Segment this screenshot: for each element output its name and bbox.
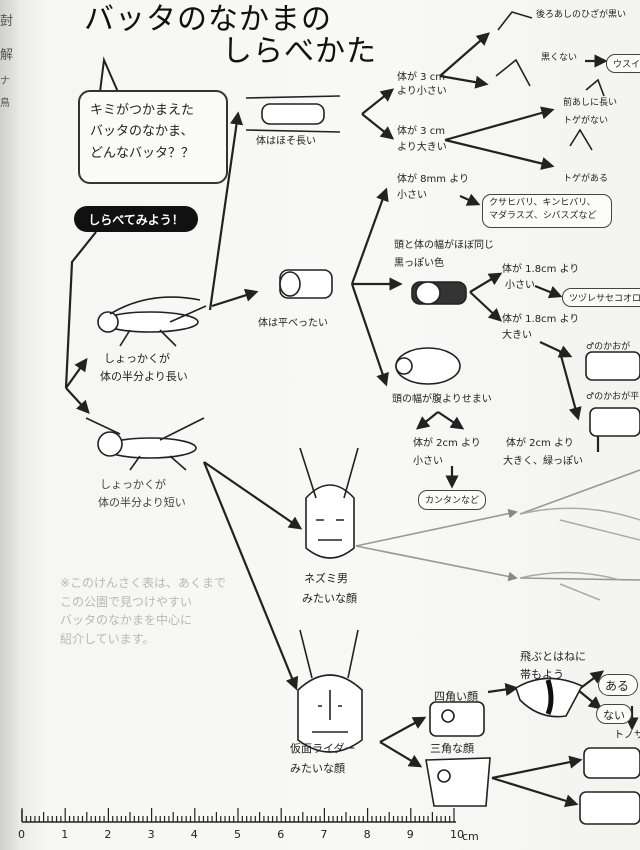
edge-char: 尌 — [0, 14, 14, 29]
trait-label: 黒くない — [541, 53, 578, 63]
ruler-tick-label: 2 — [104, 828, 112, 841]
answer-tsuzure[interactable]: ツヅレサセコオロ — [562, 288, 640, 307]
trait-label: トゲがある — [563, 174, 609, 184]
square-face-label: 四角い顔 — [434, 690, 478, 703]
answer-nai[interactable]: ない — [596, 704, 632, 724]
size-label: 小さい — [397, 190, 427, 201]
size-label: 大きい — [502, 330, 532, 341]
trait-label: 頭の幅が腹よりせまい — [392, 394, 492, 405]
size-label: より大きい — [397, 142, 447, 153]
trait-label: 飛ぶとはねに — [520, 650, 586, 663]
ruler-tick-label: 9 — [406, 828, 414, 841]
size-label: 小さい — [413, 456, 443, 467]
answer-kantan[interactable]: カンタンなど — [418, 490, 486, 510]
trait-label: 頭と体の幅がほぼ同じ — [394, 240, 494, 251]
size-label: 体が 1.8cm より — [502, 314, 580, 325]
page-title: バッタのなかまの — [84, 2, 332, 37]
answer-kusahibari[interactable]: クサヒバリ、キンヒバリ、 マダラスズ、シバスズなど — [482, 194, 612, 228]
note-line: この公園で見つけやすい — [60, 594, 193, 609]
speech-line: バッタのなかま、 — [90, 124, 194, 140]
size-label: 体が 2cm より — [506, 438, 574, 449]
rider-face-label: みたいな顔 — [290, 762, 345, 775]
trait-label: トゲがない — [563, 116, 609, 126]
ruler-tick-label: 3 — [147, 828, 155, 841]
long-antenna-label: しょっかくが — [104, 352, 170, 365]
answer-usui[interactable]: ウスイ — [606, 54, 640, 73]
size-label: 体が 1.8cm より — [502, 264, 580, 275]
speech-bubble: キミがつかまえた バッタのなかま、 どんなバッタ？？ — [78, 90, 228, 184]
note-line: バッタのなかまを中心に — [60, 613, 193, 628]
ruler-tick-label: 8 — [363, 828, 371, 841]
size-label: 大きく、緑っぽい — [503, 456, 583, 467]
size-label: 体が 2cm より — [413, 438, 481, 449]
flat-body-label: 体は平べったい — [258, 318, 328, 329]
edge-char: 解 — [0, 48, 14, 63]
note-line: ※このけんさく表は、あくまで — [60, 576, 227, 590]
size-label: 小さい — [505, 280, 535, 291]
rider-face-label: 仮面ライダー — [290, 742, 356, 755]
start-button[interactable]: しらべてみよう！ — [74, 206, 198, 232]
size-label: 体が 3 cm — [397, 126, 445, 137]
size-label: 体が 3 cm — [397, 72, 445, 83]
long-antenna-label: 体の半分より長い — [100, 370, 188, 383]
ruler-tick-label: 6 — [277, 828, 285, 841]
triangle-face-label: 三角な顔 — [430, 742, 474, 755]
rat-face-label: ネズミ男 — [304, 572, 348, 585]
size-label: より小さい — [397, 86, 447, 97]
rat-face-label: みたいな顔 — [302, 592, 357, 605]
ruler-tick-label: 4 — [190, 828, 198, 841]
answer-aru[interactable]: ある — [598, 674, 638, 696]
page-title-line2: しらべかた — [222, 34, 377, 69]
size-label: 体が 8mm より — [397, 174, 470, 185]
edge-char: 鳥 — [0, 98, 10, 109]
edge-char: ナ — [0, 76, 10, 87]
ruler-tick-label: 7 — [320, 828, 328, 841]
short-antenna-label: 体の半分より短い — [98, 496, 186, 509]
answer-line: マダラスズ、シバスズなど — [489, 211, 597, 222]
trait-label: 黒っぽい色 — [394, 258, 444, 269]
ruler-tick-label: 10 — [450, 828, 464, 841]
ruler-unit: cm — [462, 830, 479, 843]
note: ※このけんさく表は、あくまで この公園で見つけやすい バッタのなかまを中心に 紹… — [60, 574, 226, 648]
trait-label: 帯もよう — [520, 668, 564, 681]
speech-line: どんなバッタ？？ — [90, 145, 195, 161]
trait-label: 前あしに長い — [563, 98, 618, 108]
slender-body-label: 体はほそ長い — [256, 136, 316, 147]
ruler-tick-label: 1 — [61, 828, 69, 841]
speech-line: キミがつかまえた — [90, 103, 195, 118]
short-antenna-label: しょっかくが — [100, 478, 166, 491]
trait-label: ♂のかおが平 — [586, 392, 640, 402]
ruler-tick-label: 5 — [234, 828, 241, 841]
trait-label: ♂のかおが — [586, 342, 631, 352]
note-line: 紹介しています。 — [60, 631, 155, 646]
answer-line: クサヒバリ、キンヒバリ、 — [489, 198, 596, 208]
page-edge: 尌 解 ナ 鳥 — [0, 0, 18, 850]
trait-label: 後ろあしのひざが黒い — [536, 10, 627, 20]
ruler-tick-label: 0 — [18, 828, 25, 841]
answer-tonosama: トノサ — [614, 730, 640, 741]
